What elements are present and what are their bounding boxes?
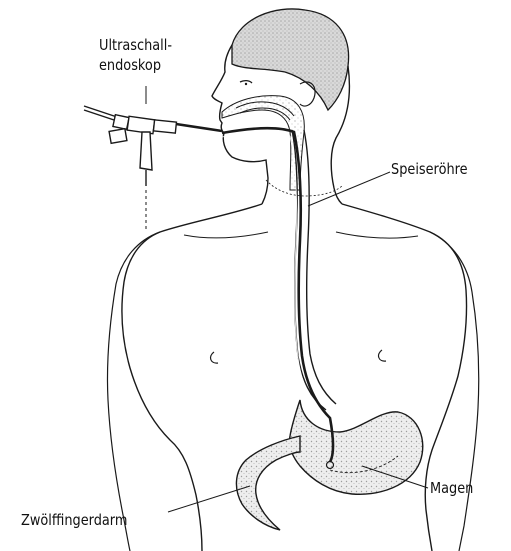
right-arm	[430, 232, 479, 551]
label-stomach: Magen	[430, 480, 473, 497]
label-duodenum: Zwölffingerdarm	[21, 512, 127, 529]
nipple-right	[379, 350, 386, 361]
collarbone-right	[336, 232, 418, 238]
ear	[300, 82, 315, 106]
label-esophagus: Speiseröhre	[391, 161, 468, 178]
endoscope-handle	[84, 106, 222, 186]
endoscope-cable	[222, 128, 333, 462]
hair	[232, 9, 349, 110]
label-ultrasound-endoscope-line1: Ultraschall-	[99, 37, 172, 54]
pupil	[245, 83, 247, 85]
leader-esophagus	[308, 172, 390, 206]
left-arm	[107, 232, 160, 551]
label-ultrasound-endoscope-line2: endoskop	[99, 57, 161, 74]
throat-cavity	[222, 96, 304, 190]
leader-duodenum	[168, 486, 250, 512]
torso-outline-right	[342, 204, 467, 551]
duodenum	[236, 436, 300, 530]
collarbone-left	[184, 232, 268, 238]
eye	[240, 81, 252, 83]
nipple-left	[211, 352, 218, 363]
